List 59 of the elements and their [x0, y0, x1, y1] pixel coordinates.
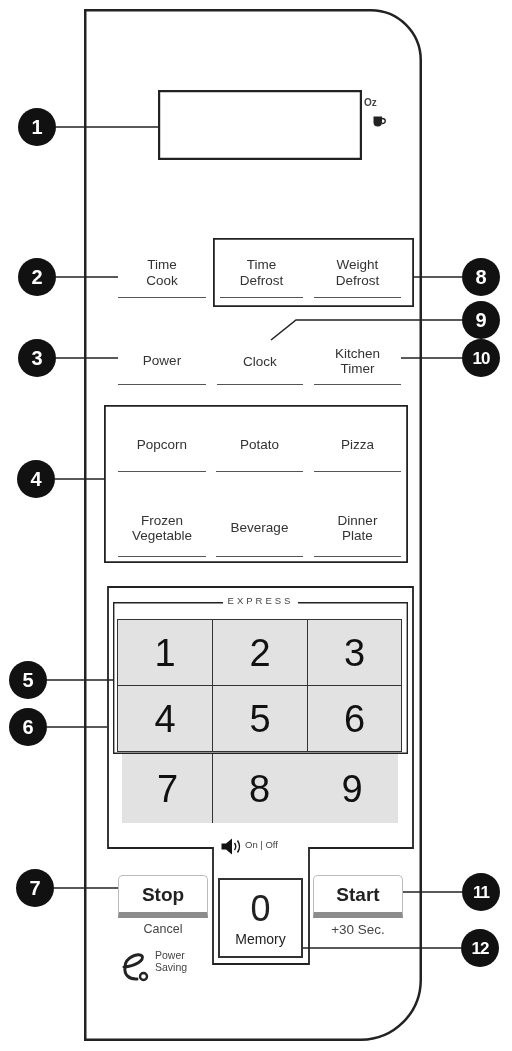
- function-key: Time Defrost: [220, 248, 303, 298]
- callout-number: 10: [462, 339, 500, 377]
- number-key: 4: [117, 685, 213, 752]
- callout-number: 2: [18, 258, 56, 296]
- number-key: 1: [117, 619, 213, 686]
- leader-line: [402, 891, 463, 893]
- function-key: Potato: [216, 418, 303, 472]
- leader-line: [55, 126, 159, 128]
- callout-number: 3: [18, 339, 56, 377]
- memory-key: 0 Memory: [218, 878, 303, 958]
- button-caption: Cancel: [142, 923, 184, 937]
- function-key: Power: [118, 338, 206, 385]
- start-button: Start: [313, 875, 403, 918]
- leader-line: [302, 947, 462, 949]
- leader-line: [270, 319, 463, 341]
- function-key: Pizza: [314, 418, 401, 472]
- unit-label: Oz: [364, 97, 378, 108]
- function-key: Beverage: [216, 500, 303, 557]
- leader-line: [46, 679, 114, 681]
- function-key: Clock: [217, 340, 303, 385]
- keypad-frame: [107, 586, 414, 965]
- display-window: [158, 90, 362, 160]
- number-key: 2: [212, 619, 308, 686]
- number-key: 3: [307, 619, 402, 686]
- callout-number: 1: [18, 108, 56, 146]
- callout-number: 9: [462, 301, 500, 339]
- number-key: 8: [212, 754, 307, 823]
- leader-line: [413, 276, 463, 278]
- callout-number: 6: [9, 708, 47, 746]
- callout-number: 5: [9, 661, 47, 699]
- leader-line: [400, 357, 463, 359]
- function-key: Weight Defrost: [314, 248, 401, 298]
- key-group-frame: [104, 405, 408, 563]
- control-panel: [84, 9, 422, 1041]
- function-key: Time Cook: [118, 248, 206, 298]
- callout-number: 7: [16, 869, 54, 907]
- function-key: Kitchen Timer: [314, 338, 401, 385]
- callout-number: 11: [462, 873, 500, 911]
- leader-line: [54, 478, 105, 480]
- key-group-frame: [213, 238, 414, 307]
- sound-label: On | Off: [245, 840, 279, 851]
- number-key: 7: [122, 754, 213, 823]
- frame-title: EXPRESS: [222, 595, 299, 607]
- function-key: Dinner Plate: [314, 500, 401, 557]
- function-key: Frozen Vegetable: [118, 500, 206, 557]
- leader-line: [53, 887, 119, 889]
- button-caption: +30 Sec.: [330, 923, 386, 938]
- stop-button: Stop: [118, 875, 208, 918]
- callout-number: 8: [462, 258, 500, 296]
- number-key: 6: [307, 685, 402, 752]
- feature-label: Power Saving: [155, 950, 189, 974]
- number-key: 9: [306, 754, 398, 823]
- leader-line: [55, 276, 119, 278]
- callout-number: 12: [461, 929, 499, 967]
- number-key: 5: [212, 685, 308, 752]
- leader-line: [46, 726, 108, 728]
- leader-line: [55, 357, 119, 359]
- function-key: Popcorn: [118, 418, 206, 472]
- callout-number: 4: [17, 460, 55, 498]
